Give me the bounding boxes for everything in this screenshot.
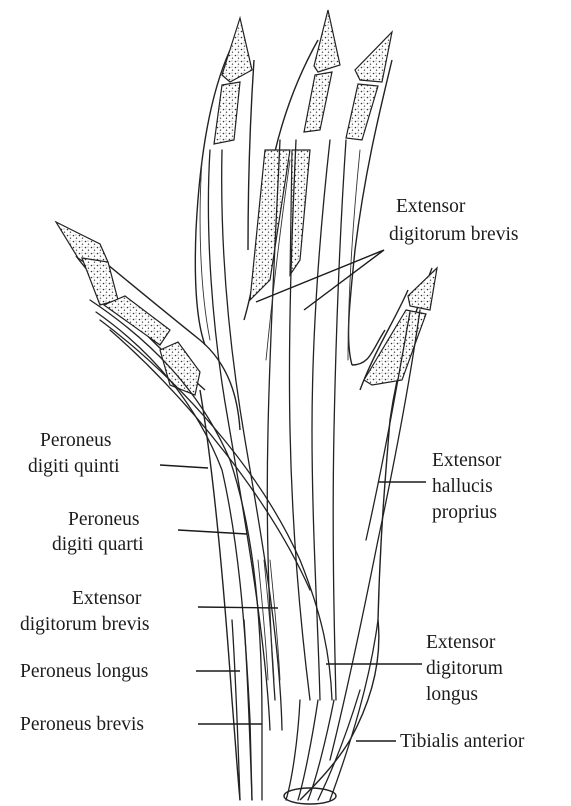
label-peroneus-brevis: Peroneus brevis	[20, 714, 144, 735]
label-edb-low-line2: digitorum brevis	[20, 614, 149, 635]
leader-pdquart	[178, 530, 247, 534]
digit-outlines	[56, 40, 432, 800]
label-edl-line3: longus	[426, 684, 478, 705]
label-edb-top-line2: digitorum brevis	[389, 224, 518, 245]
label-pdq-line2: digiti quinti	[28, 456, 120, 477]
leader-edb-top-b	[304, 250, 384, 310]
label-peroneus-longus: Peroneus longus	[20, 661, 148, 682]
leader-edb-low	[198, 607, 278, 608]
label-pdq-line1: Peroneus	[40, 430, 112, 451]
label-edb-low-line1: Extensor	[72, 588, 142, 609]
label-ehp-line1: Extensor	[432, 450, 502, 471]
label-edb-top-line1: Extensor	[396, 196, 466, 217]
label-edl-line1: Extensor	[426, 632, 496, 653]
label-tibialis-anterior: Tibialis anterior	[400, 731, 525, 752]
label-ehp-line3: proprius	[432, 502, 497, 523]
label-edl-line2: digitorum	[426, 658, 503, 679]
tendons	[90, 140, 420, 804]
leader-pdq	[160, 465, 208, 468]
label-pdquart-line2: digiti quarti	[52, 534, 144, 555]
label-pdquart-line1: Peroneus	[68, 509, 140, 530]
label-ehp-line2: hallucis	[432, 476, 493, 497]
